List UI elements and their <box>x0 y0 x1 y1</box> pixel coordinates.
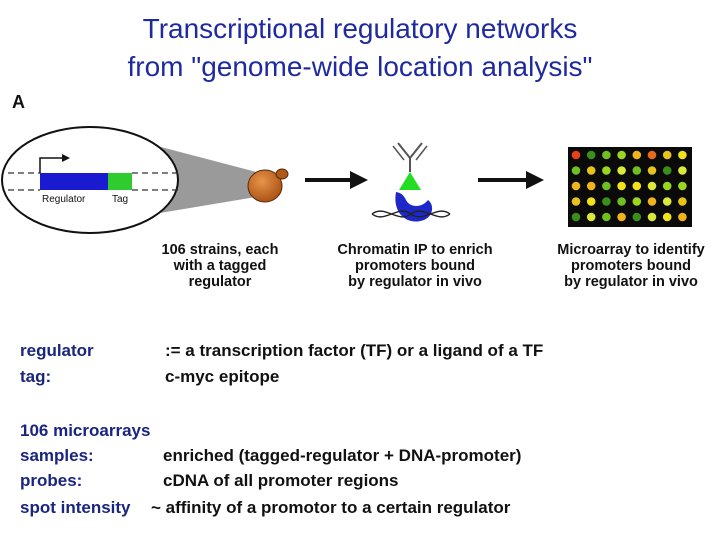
microarray-spot <box>602 197 611 206</box>
microarray-spot <box>632 166 642 175</box>
regulator-bar <box>40 173 108 190</box>
tag-label: Tag <box>112 194 128 205</box>
microarray-spot <box>647 181 657 191</box>
tag-definition: c-myc epitope <box>165 367 280 386</box>
microarray-spot <box>602 166 611 175</box>
antibody-icon <box>392 142 428 172</box>
promoter-arrow <box>39 157 62 173</box>
microarray-spot <box>602 181 611 191</box>
microarray-spot <box>632 212 642 222</box>
microarray-spot <box>586 150 596 160</box>
probes-term: probes: <box>20 471 83 490</box>
yeast-cell <box>247 169 283 203</box>
microarray-spot <box>602 150 611 160</box>
regulator-protein <box>395 192 433 222</box>
microarray-spot <box>632 150 642 160</box>
microarray-spot <box>678 197 687 206</box>
microarray-spot <box>571 197 581 206</box>
caption-chip: Chromatin IP to enrich promoters bound b… <box>337 242 493 290</box>
regulator-term: regulator <box>20 341 94 360</box>
microarray-spot <box>586 181 596 191</box>
microarray-spot <box>647 150 657 160</box>
microarray <box>568 147 692 227</box>
caption-strains: 106 strains, each with a tagged regulato… <box>161 242 279 290</box>
microarray-spot <box>586 212 596 222</box>
spot-intensity-term: spot intensity <box>20 498 131 517</box>
microarray-spot <box>571 212 581 222</box>
microarray-spots <box>571 150 687 222</box>
microarray-spot <box>571 166 581 175</box>
microarray-spot <box>617 212 626 222</box>
page-title-line-1: Transcriptional regulatory networks <box>142 13 578 44</box>
spot-intensity-definition: ~ affinity of a promotor to a certain re… <box>151 498 511 517</box>
microarray-spot <box>678 181 687 191</box>
microarray-spot <box>647 212 657 222</box>
microarray-spot <box>647 197 657 206</box>
epitope-triangle <box>399 172 421 190</box>
microarray-spot <box>617 181 626 191</box>
microarray-spot <box>571 150 581 160</box>
microarray-spot <box>662 197 672 206</box>
microarray-spot <box>678 166 687 175</box>
microarray-spot <box>617 150 626 160</box>
microarray-spot <box>617 197 626 206</box>
microarray-spot <box>617 166 626 175</box>
microarray-spot <box>647 166 657 175</box>
microarray-spot <box>632 197 642 206</box>
probes-definition: cDNA of all promoter regions <box>163 471 399 490</box>
tag-term: tag: <box>20 367 52 386</box>
microarray-spot <box>662 212 672 222</box>
microarray-spot <box>571 181 581 191</box>
yeast-bud <box>275 168 289 180</box>
page-title-line-2: from "genome-wide location analysis" <box>127 51 593 82</box>
regulator-definition: := a transcription factor (TF) or a liga… <box>165 341 544 360</box>
tag-bar <box>108 173 132 190</box>
promoter-arrow-head <box>62 154 70 162</box>
microarray-spot <box>678 212 687 222</box>
caption-microarray: Microarray to identify promoters bound b… <box>557 242 705 290</box>
samples-definition: enriched (tagged-regulator + DNA-promote… <box>163 446 522 465</box>
microarray-spot <box>586 166 596 175</box>
regulator-label: Regulator <box>42 194 86 205</box>
microarray-spot <box>586 197 596 206</box>
microarray-spot <box>662 166 672 175</box>
microarray-spot <box>602 212 611 222</box>
microarray-count: 106 microarrays <box>20 421 151 440</box>
microarray-spot <box>632 181 642 191</box>
microarray-spot <box>662 181 672 191</box>
panel-label: A <box>12 92 25 112</box>
microarray-spot <box>678 150 687 160</box>
arrow-2-head <box>526 171 544 189</box>
samples-term: samples: <box>20 446 94 465</box>
microarray-spot <box>662 150 672 160</box>
dna-helix-strand-2 <box>371 210 451 218</box>
arrow-1-head <box>350 171 368 189</box>
